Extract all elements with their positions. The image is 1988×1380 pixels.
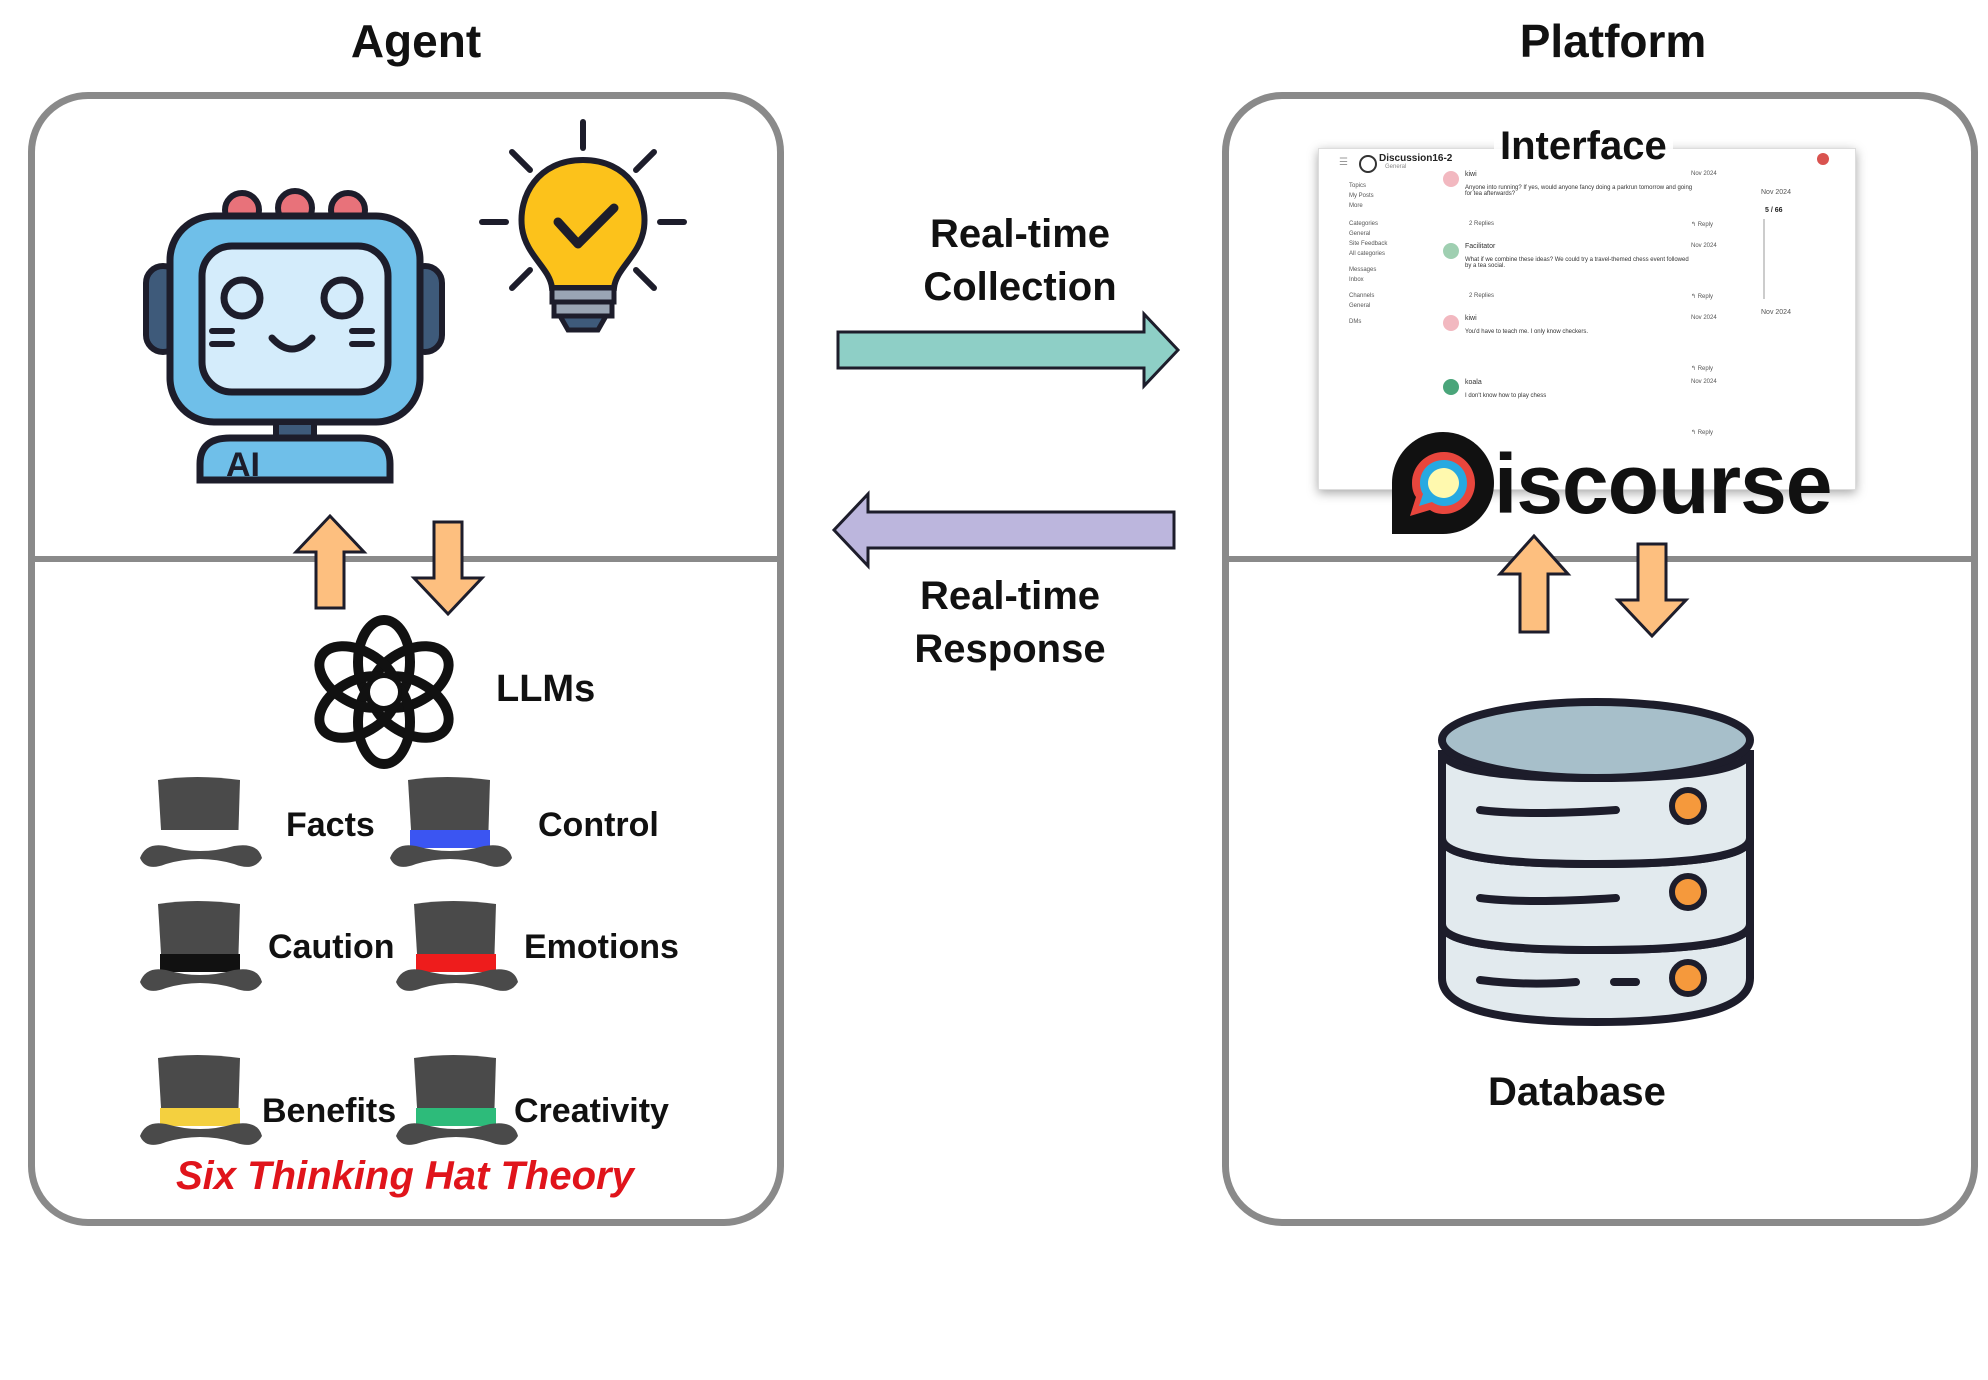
forum-sidebar-item[interactable]: Categories — [1349, 221, 1379, 227]
forum-sidebar-item[interactable]: Channels — [1349, 293, 1375, 299]
hat-icon-caution — [140, 901, 262, 991]
forum-post-reply-button[interactable]: ↰ Reply — [1691, 222, 1714, 228]
database-label: Database — [1488, 1070, 1666, 1114]
forum-post-text: Anyone into running? If yes, would anyon… — [1465, 185, 1693, 197]
hat-icon-facts — [140, 777, 262, 867]
hat-label-control: Control — [538, 806, 659, 844]
forum-title: Discussion16-2 — [1379, 153, 1453, 164]
forum-post-avatar — [1443, 315, 1459, 331]
discourse-logo-icon — [1392, 432, 1494, 534]
response-label: Real-time Response — [860, 570, 1160, 676]
hat-label-caution: Caution — [268, 928, 395, 966]
forum-post-date: Nov 2024 — [1691, 315, 1717, 321]
forum-sidebar-item[interactable]: Topics — [1349, 183, 1367, 189]
forum-post-user: Facilitator — [1465, 243, 1496, 250]
forum-post-text: You'd have to teach me. I only know chec… — [1465, 329, 1588, 335]
forum-post-user: koala — [1465, 379, 1482, 386]
hat-label-emotions: Emotions — [524, 928, 679, 966]
timeline-date-bottom: Nov 2024 — [1761, 309, 1791, 316]
platform-title: Platform — [1519, 15, 1707, 67]
response-label-line1: Real-time — [919, 574, 1101, 618]
platform-divider — [1226, 556, 1974, 562]
six-thinking-hat-theory: Six Thinking Hat Theory — [176, 1154, 634, 1198]
timeline-progress: 5 / 66 — [1765, 207, 1783, 214]
timeline-date-top: Nov 2024 — [1761, 189, 1791, 196]
hat-label-creativity: Creativity — [514, 1092, 669, 1130]
forum-post-avatar — [1443, 243, 1459, 259]
agent-down-arrow — [410, 520, 486, 617]
forum-sidebar-item[interactable]: Site Feedback — [1349, 241, 1388, 247]
collection-label-line1: Real-time — [929, 212, 1111, 256]
hat-label-facts: Facts — [286, 806, 375, 844]
robot-icon: AI — [143, 188, 445, 484]
forum-post-date: Nov 2024 — [1691, 243, 1717, 249]
database-icon — [1438, 698, 1754, 1027]
forum-subtitle: General — [1385, 164, 1407, 170]
forum-post-reply-button[interactable]: ↰ Reply — [1691, 366, 1714, 372]
forum-sidebar-item[interactable]: My Posts — [1349, 193, 1374, 199]
forum-post-reply-button[interactable]: ↰ Reply — [1691, 430, 1714, 436]
hat-icon-emotions — [396, 901, 518, 991]
forum-post-user: kiwi — [1465, 315, 1477, 322]
collection-arrow — [836, 310, 1181, 390]
forum-post-text: I don't know how to play chess — [1465, 393, 1547, 399]
collection-label: Real-time Collection — [870, 208, 1170, 314]
forum-post-date: Nov 2024 — [1691, 171, 1717, 177]
hat-icon-creativity — [396, 1055, 518, 1145]
forum-sidebar-item[interactable]: DMs — [1349, 319, 1362, 325]
hat-label-benefits: Benefits — [262, 1092, 397, 1130]
platform-up-arrow — [1496, 533, 1572, 634]
forum-post-date: Nov 2024 — [1691, 379, 1717, 385]
forum-post-replies[interactable]: 2 Replies — [1469, 221, 1495, 227]
lightbulb-icon — [479, 119, 687, 333]
robot-ai-label: AI — [226, 446, 260, 484]
forum-post-replies[interactable]: 2 Replies — [1469, 293, 1495, 299]
agent-divider — [32, 556, 780, 562]
forum-post-user: kiwi — [1465, 171, 1477, 178]
hat-icon-benefits — [140, 1055, 262, 1145]
forum-sidebar-item[interactable]: All categories — [1349, 251, 1386, 257]
forum-post-reply-button[interactable]: ↰ Reply — [1691, 294, 1714, 300]
forum-sidebar-item[interactable]: Inbox — [1349, 277, 1364, 283]
llm-logo-icon — [314, 615, 454, 769]
forum-sidebar-item[interactable]: General — [1349, 231, 1371, 237]
collection-label-line2: Collection — [923, 265, 1117, 309]
forum-sidebar-item[interactable]: General — [1349, 303, 1371, 309]
hat-icon-control — [390, 777, 512, 867]
agent-title: Agent — [350, 15, 482, 67]
forum-post-avatar — [1443, 171, 1459, 187]
forum-sidebar-item[interactable]: More — [1349, 203, 1363, 209]
discourse-wordmark: iscourse — [1494, 437, 1833, 531]
response-label-line2: Response — [914, 627, 1106, 671]
platform-down-arrow — [1614, 542, 1690, 639]
llms-label: LLMs — [496, 668, 596, 710]
forum-sidebar-item[interactable]: Messages — [1349, 267, 1377, 273]
response-arrow — [831, 490, 1176, 570]
forum-post-text: What if we combine these ideas? We could… — [1465, 257, 1689, 269]
interface-label: Interface — [1494, 124, 1673, 169]
agent-up-arrow — [292, 513, 368, 610]
forum-post-avatar — [1443, 379, 1459, 395]
